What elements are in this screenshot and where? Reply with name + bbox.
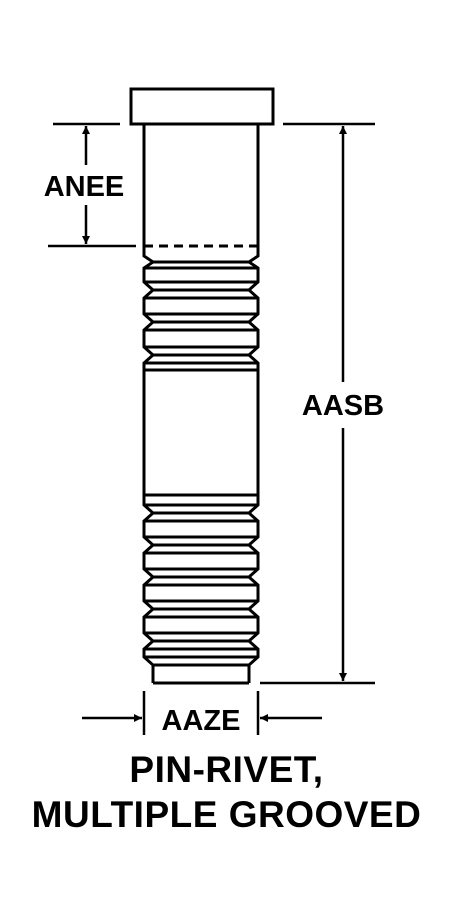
- rivet-head: [129, 87, 275, 126]
- lower-grooves-left: [142, 495, 156, 683]
- caption-line-2: MULTIPLE GROOVED: [31, 794, 422, 835]
- anee-label: ANEE: [44, 171, 125, 203]
- lower-grooves-right: [246, 495, 260, 683]
- aasb-label: AASB: [302, 390, 384, 422]
- upper-grooves-right: [246, 246, 260, 370]
- upper-grooves-left: [142, 246, 156, 370]
- aaze-label: AAZE: [162, 705, 241, 737]
- caption-line-1: PIN-RIVET,: [129, 749, 324, 790]
